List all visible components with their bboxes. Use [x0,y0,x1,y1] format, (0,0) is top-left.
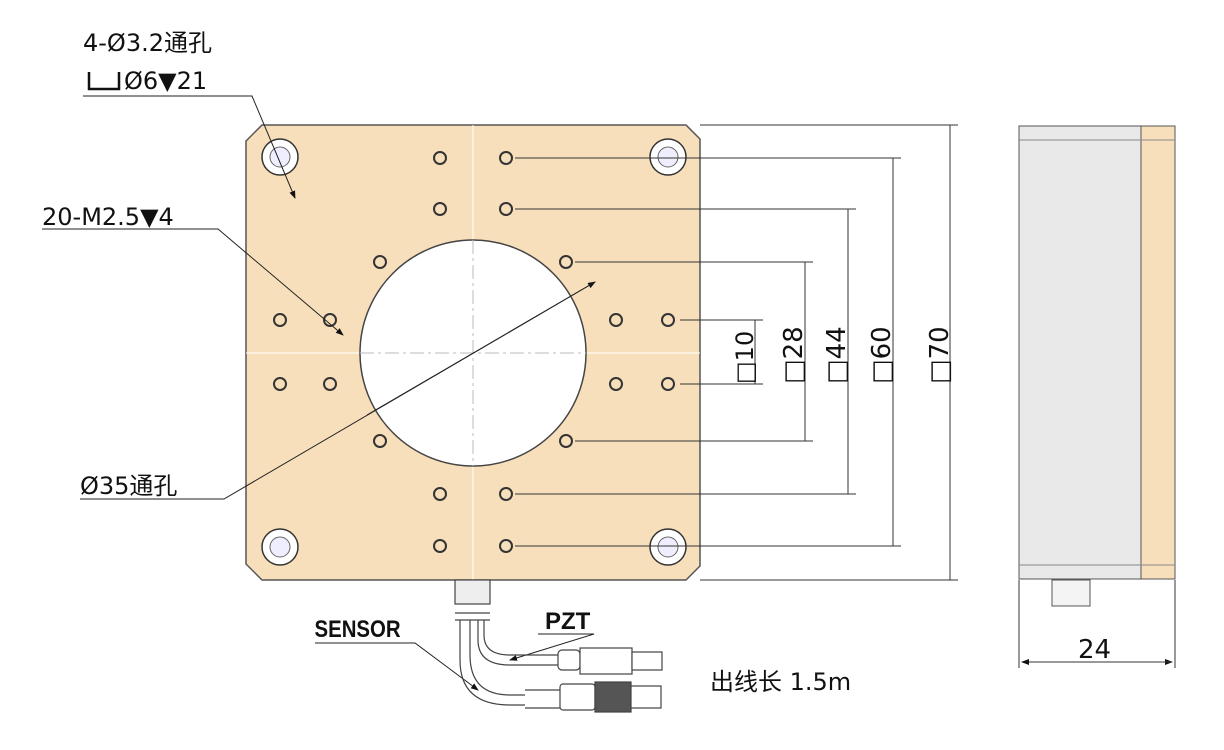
corner-holes [261,138,687,566]
tapped-hole [373,255,387,269]
tapped-hole [499,487,513,501]
knurled-connector [594,681,632,713]
tapped-hole [373,434,387,448]
center-hole-label: Ø35通孔 [80,472,177,500]
dim-60: □60 [867,326,897,384]
tapped-hole [661,377,675,391]
tapped-holes [273,151,675,553]
cable-length-label: 出线长 1.5m [710,668,851,696]
tapped-hole [609,377,623,391]
dim-70: □70 [925,326,955,384]
dim-28: □28 [779,326,809,384]
tapped-hole [499,151,513,165]
tapped-hole [499,539,513,553]
dimension-lines [515,124,958,581]
tapped-holes-label: 20-M2.5▼4 [42,203,174,231]
tapped-hole [273,313,287,327]
side-view-body [1018,125,1142,580]
side-view-top-plate [1140,125,1176,580]
tapped-hole [661,313,675,327]
pzt-label: PZT [545,608,591,635]
tapped-hole [273,377,287,391]
sensor-label: SENSOR [315,615,401,642]
tapped-hole [559,434,573,448]
counterbore-label: Ø6▼21 [124,67,207,95]
cable-assembly [454,579,663,713]
counterbore-symbol [87,72,121,91]
corner-holes-label: 4-Ø3.2通孔 [83,29,212,57]
leader-lines [42,95,596,691]
side-view-connector [1051,579,1091,607]
tapped-hole [323,377,337,391]
tapped-hole [433,487,447,501]
tapped-hole [433,539,447,553]
tapped-hole [433,151,447,165]
tapped-hole [609,313,623,327]
tapped-hole [433,202,447,216]
dim-44: □44 [822,326,852,384]
tapped-hole [559,255,573,269]
tapped-hole [323,313,337,327]
thickness-label: 24 [1078,635,1111,665]
tapped-hole [499,202,513,216]
thickness-dimension [1018,580,1176,668]
dim-10: □10 [731,331,759,384]
